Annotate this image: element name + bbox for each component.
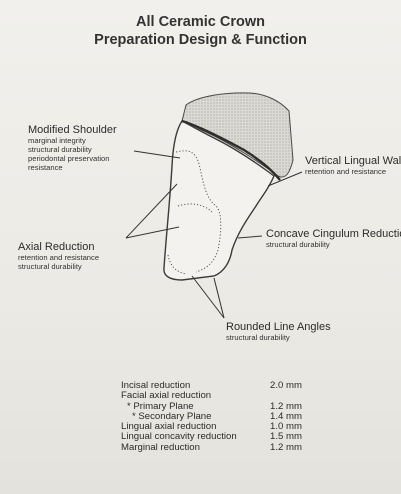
concave-cingulum-reduction-label: Concave Cingulum Reduction structural du… bbox=[266, 228, 401, 249]
axial-reduction-label: Axial Reduction retention and resistance… bbox=[18, 241, 99, 271]
vertical-lingual-wall-label: Vertical Lingual Wall retention and resi… bbox=[305, 155, 401, 176]
cingulum-leader bbox=[238, 236, 262, 238]
table-row: Marginal reduction 1.2 mm bbox=[121, 443, 302, 453]
measurements-table: Incisal reduction 2.0 mm Facial axial re… bbox=[121, 381, 302, 453]
rounded-line-angles-label: Rounded Line Angles structural durabilit… bbox=[226, 321, 331, 342]
modified-shoulder-label: Modified Shoulder marginal integrity str… bbox=[28, 124, 117, 172]
measurement-label: Marginal reduction bbox=[121, 443, 266, 453]
measurement-value: 2.0 mm bbox=[266, 381, 302, 391]
measurement-value: 1.2 mm bbox=[266, 443, 302, 453]
